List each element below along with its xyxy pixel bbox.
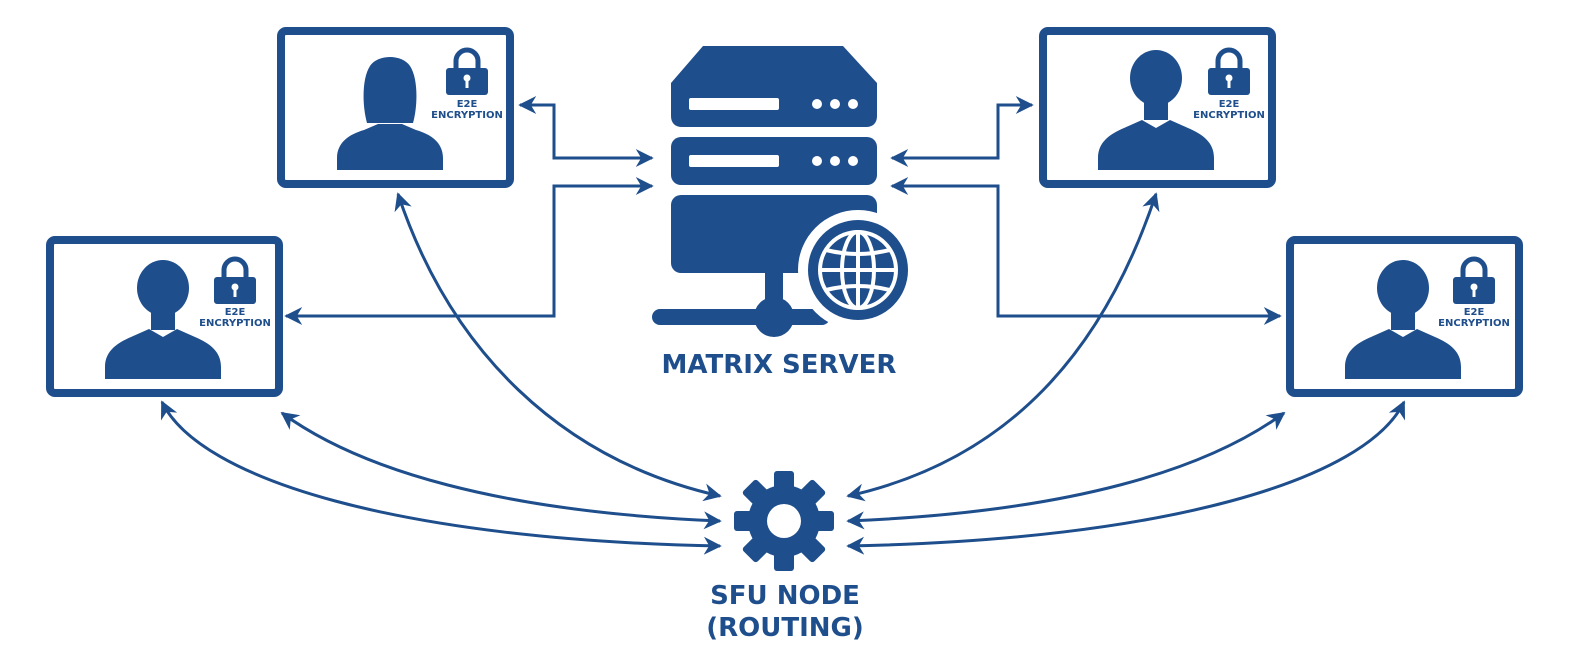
server-link-mid-left <box>284 177 654 325</box>
encryption-label: ENCRYPTION <box>431 110 503 121</box>
encryption-label: ENCRYPTION <box>1438 318 1510 329</box>
encryption-label: ENCRYPTION <box>199 318 271 329</box>
server-link-mid-right <box>890 177 1282 325</box>
server-link-top-right <box>890 96 1034 167</box>
client-monitor-mid-left: E2E ENCRYPTION <box>46 236 283 397</box>
encryption-label: E2E <box>1464 307 1485 318</box>
male-user-icon <box>1345 260 1461 379</box>
sfu-label-line1: SFU NODE <box>710 581 860 611</box>
encryption-label: ENCRYPTION <box>1193 110 1265 121</box>
lock-icon <box>446 47 488 95</box>
globe-icon <box>798 210 918 330</box>
sfu-label-line2: (ROUTING) <box>706 613 864 643</box>
sfu-link-mid-right-b <box>846 400 1406 555</box>
server-label: MATRIX SERVER <box>662 350 897 380</box>
male-user-icon <box>105 260 221 379</box>
gear-icon <box>734 471 834 571</box>
client-monitor-mid-right: E2E ENCRYPTION <box>1286 236 1523 397</box>
encryption-label: E2E <box>457 99 478 110</box>
client-monitor-top-right: E2E ENCRYPTION <box>1039 27 1276 188</box>
lock-icon <box>1208 47 1250 95</box>
server-link-top-left-in <box>518 96 654 167</box>
lock-icon <box>1453 256 1495 304</box>
lock-icon <box>214 256 256 304</box>
male-user-icon <box>1098 50 1214 170</box>
sfu-link-mid-left-b <box>160 400 722 555</box>
client-monitor-top-left: E2E ENCRYPTION <box>277 27 514 188</box>
female-user-icon <box>337 57 443 170</box>
encryption-label: E2E <box>1219 99 1240 110</box>
encryption-label: E2E <box>225 307 246 318</box>
